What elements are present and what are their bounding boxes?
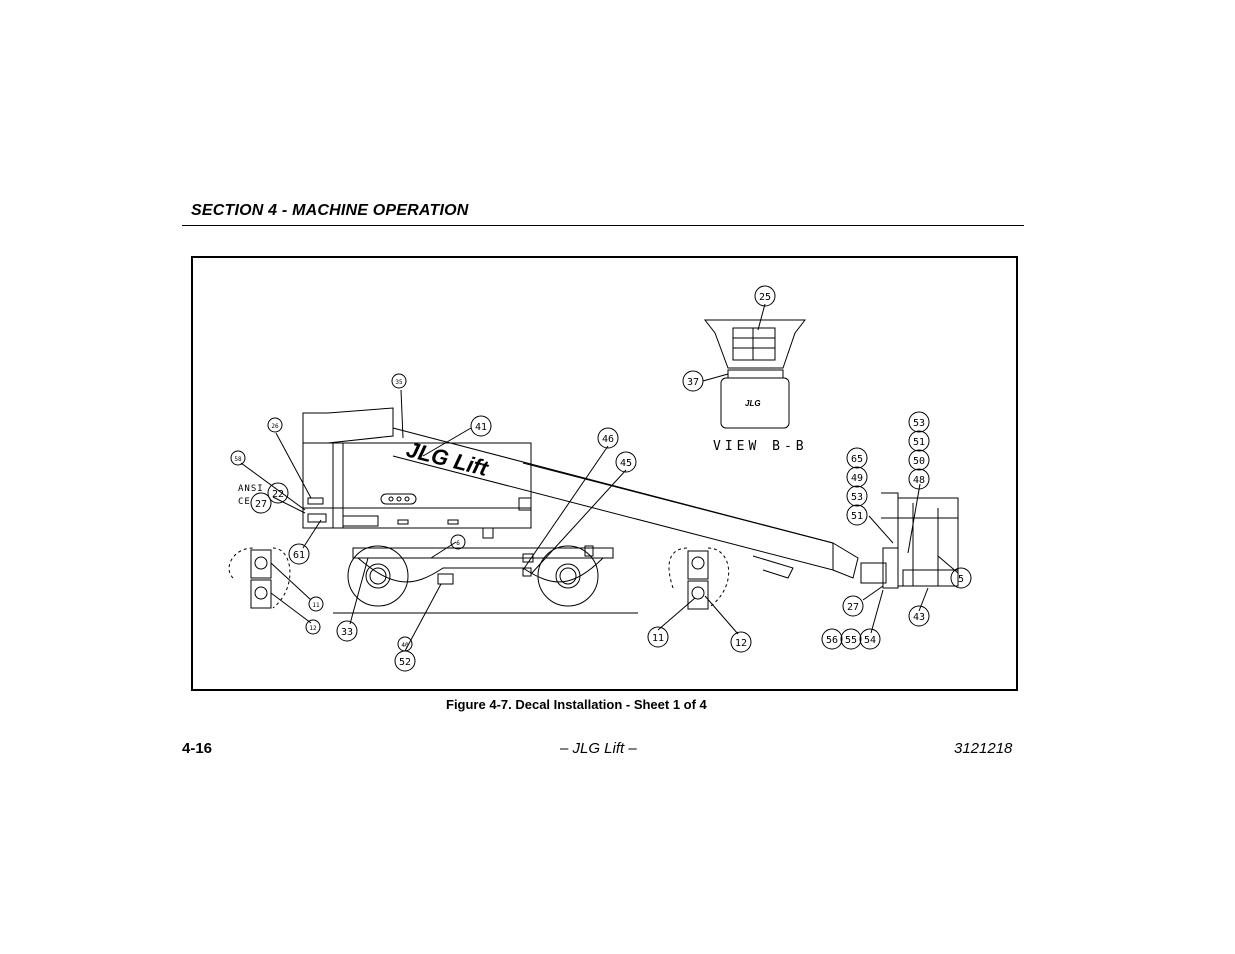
callout-55: 55 <box>840 628 862 650</box>
svg-text:51: 51 <box>913 437 925 448</box>
decal-detail-left <box>228 547 291 609</box>
callout-61: 61 <box>288 543 310 565</box>
decal-detail-right <box>668 547 730 610</box>
callout-53-right: 53 <box>908 411 930 433</box>
callout-27-platform: 27 <box>842 595 864 617</box>
platform <box>860 492 959 589</box>
svg-text:26: 26 <box>271 423 279 430</box>
ansi-label: ANSI <box>238 484 264 494</box>
callout-49: 49 <box>846 466 868 488</box>
svg-text:JLG: JLG <box>745 399 761 408</box>
callout-11-left: 11 <box>308 596 324 612</box>
callout-41: 41 <box>470 415 492 437</box>
callout-50: 50 <box>908 449 930 471</box>
svg-text:41: 41 <box>475 422 487 433</box>
view-label: VIEW B-B <box>713 439 808 454</box>
callout-6: 6 <box>450 534 466 550</box>
view-bb-detail: JLG <box>703 319 807 429</box>
svg-text:12: 12 <box>309 625 317 632</box>
svg-text:22: 22 <box>272 489 284 500</box>
callout-35: 35 <box>391 373 407 389</box>
callout-11-right: 11 <box>647 626 669 648</box>
callout-43: 43 <box>908 605 930 627</box>
figure-frame: JLG Lift <box>191 256 1018 691</box>
leader-lines <box>240 303 959 652</box>
svg-text:46: 46 <box>602 434 614 445</box>
callout-33: 33 <box>336 620 358 642</box>
footer-title: – JLG Lift – <box>560 740 637 757</box>
figure-caption: Figure 4-7. Decal Installation - Sheet 1… <box>446 697 707 712</box>
svg-text:61: 61 <box>293 550 305 561</box>
ce-label: CE <box>238 497 251 507</box>
svg-text:11: 11 <box>652 633 664 644</box>
callout-37: 37 <box>682 370 704 392</box>
svg-text:43: 43 <box>913 612 925 623</box>
svg-text:55: 55 <box>845 635 857 646</box>
callout-45: 45 <box>615 451 637 473</box>
callout-48: 48 <box>908 468 930 490</box>
svg-text:48: 48 <box>913 475 925 486</box>
callout-65: 65 <box>846 447 868 469</box>
svg-text:11: 11 <box>312 602 320 609</box>
svg-text:5: 5 <box>958 574 964 585</box>
header-rule <box>182 225 1024 226</box>
svg-text:12: 12 <box>735 638 747 649</box>
svg-text:27: 27 <box>255 499 267 510</box>
svg-text:35: 35 <box>395 379 403 386</box>
callout-22: 22 <box>267 482 289 504</box>
svg-text:56: 56 <box>826 635 838 646</box>
svg-text:54: 54 <box>864 635 876 646</box>
callout-52: 52 <box>394 650 416 672</box>
callout-58: 58 <box>230 450 246 466</box>
svg-text:65: 65 <box>851 454 863 465</box>
svg-text:58: 58 <box>234 456 242 463</box>
decal-installation-drawing: JLG Lift <box>228 285 972 672</box>
callout-12-right: 12 <box>730 631 752 653</box>
svg-text:25: 25 <box>759 292 771 303</box>
svg-text:37: 37 <box>687 377 699 388</box>
callout-46: 46 <box>597 427 619 449</box>
chassis <box>352 545 614 585</box>
svg-text:52: 52 <box>399 657 411 668</box>
page-number: 4-16 <box>182 740 213 757</box>
svg-text:50: 50 <box>913 456 925 467</box>
front-wheel <box>347 545 409 607</box>
boom <box>392 427 859 579</box>
section-title: SECTION 4 - MACHINE OPERATION <box>191 202 469 219</box>
callout-51-left: 51 <box>846 504 868 526</box>
document-number: 3121218 <box>954 740 1013 757</box>
callout-40: 40 <box>397 636 413 652</box>
callout-27-chassis: 27 <box>250 492 272 514</box>
rear-wheel <box>537 545 599 607</box>
callout-12-left: 12 <box>305 619 321 635</box>
turntable <box>302 407 532 539</box>
svg-text:51: 51 <box>851 511 863 522</box>
callouts-small: 35 26 58 11 12 40 <box>230 373 413 652</box>
svg-text:53: 53 <box>851 492 863 503</box>
callout-53-left: 53 <box>846 485 868 507</box>
svg-text:49: 49 <box>851 473 863 484</box>
callout-25: 25 <box>754 285 776 307</box>
callout-5: 5 <box>950 567 972 589</box>
callout-51-right: 51 <box>908 430 930 452</box>
svg-text:6: 6 <box>456 540 460 547</box>
callouts-large: 25 37 41 46 45 65 49 53 51 53 51 50 48 5… <box>250 285 972 672</box>
svg-text:40: 40 <box>401 642 409 649</box>
svg-text:27: 27 <box>847 602 859 613</box>
callout-56: 56 <box>821 628 843 650</box>
callout-54: 54 <box>859 628 881 650</box>
svg-text:45: 45 <box>620 458 632 469</box>
svg-text:33: 33 <box>341 627 353 638</box>
svg-text:53: 53 <box>913 418 925 429</box>
callout-26: 26 <box>267 417 283 433</box>
